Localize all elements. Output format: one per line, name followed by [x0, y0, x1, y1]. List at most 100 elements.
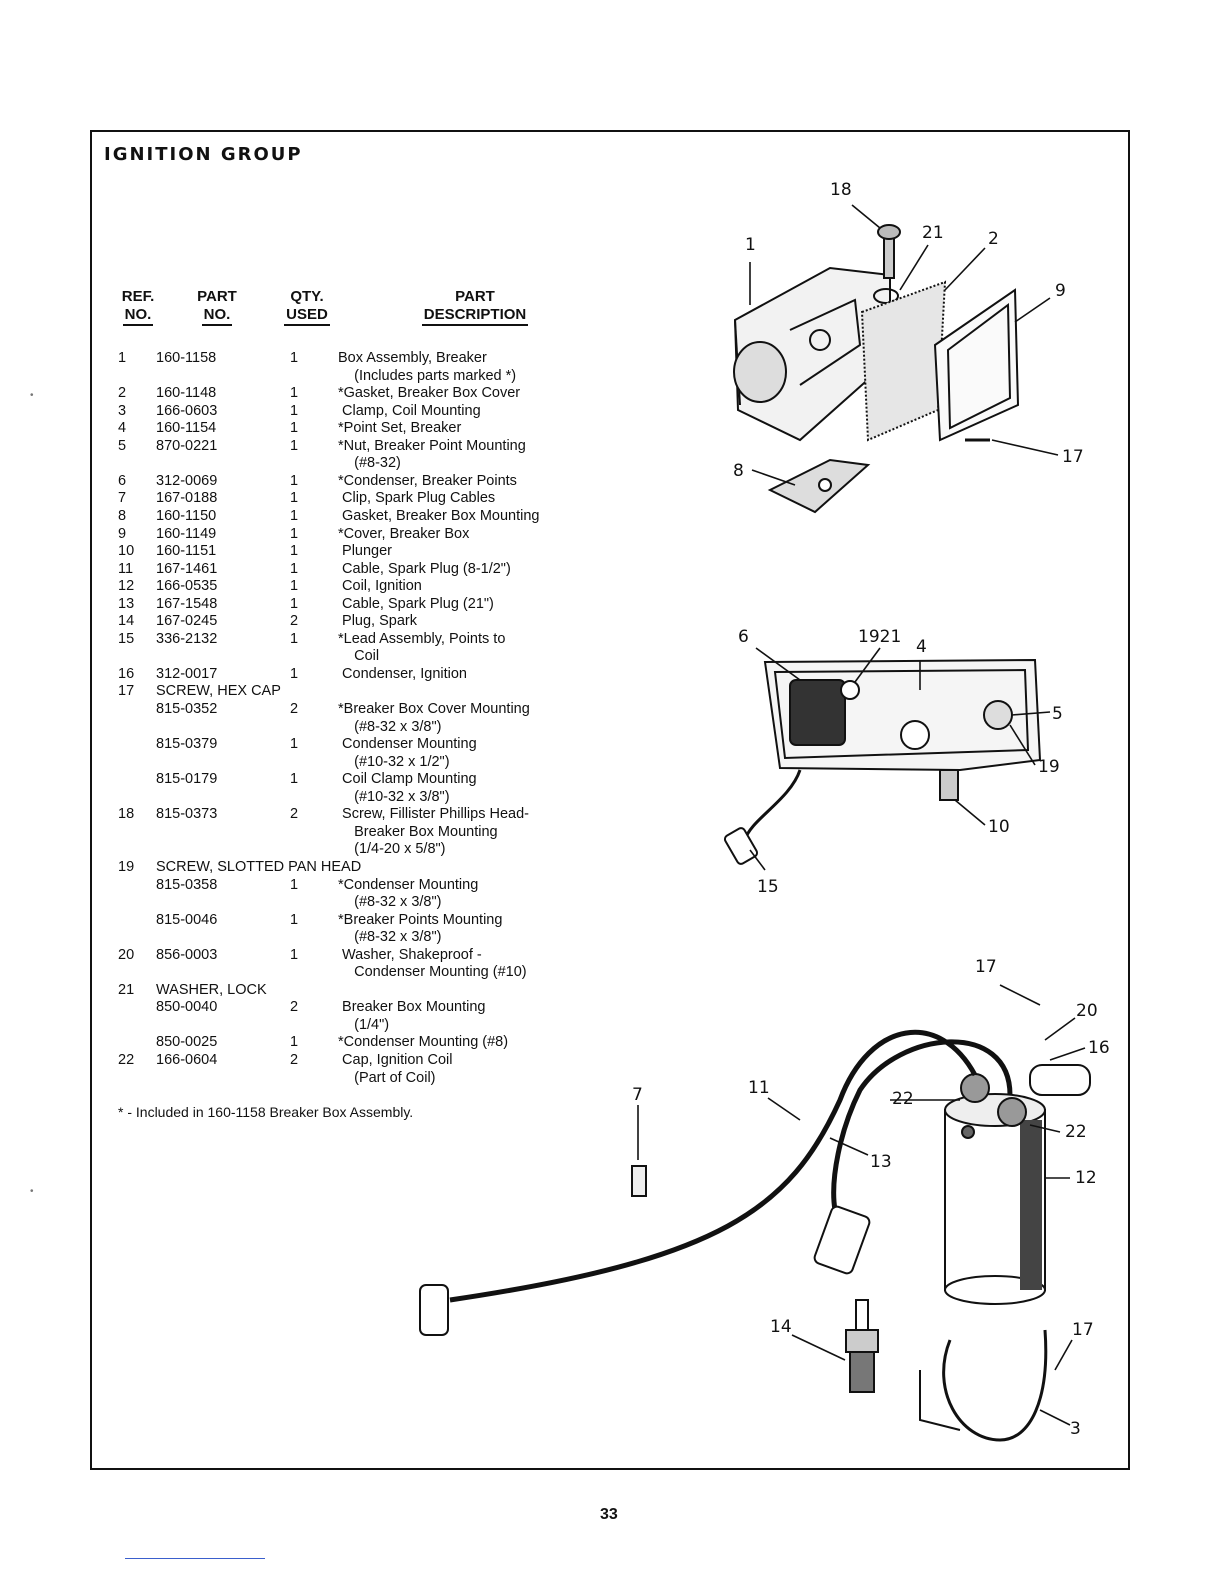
description-cell: *Cover, Breaker Box: [338, 525, 470, 542]
qty-cell: 2: [290, 1052, 299, 1068]
description-cell: (#8-32): [338, 455, 401, 472]
description-cell: Plug, Spark: [338, 613, 417, 630]
part-number-cell: 336-2132: [156, 630, 218, 647]
ref-cell: 8: [118, 507, 127, 524]
part-number-cell: 312-0069: [156, 472, 218, 489]
description-cell: Cap, Ignition Coil: [338, 1052, 453, 1068]
description-cell: Condenser, Ignition: [338, 665, 467, 682]
part-number-cell: 160-1151: [156, 543, 217, 560]
part-number-cell: 856-0003: [156, 946, 218, 963]
ref-cell: 22: [118, 1052, 135, 1068]
description-cell: Coil Clamp Mounting: [338, 771, 477, 788]
description-cell: (#8-32 x 3/8"): [338, 929, 442, 946]
qty-cell: 1: [290, 525, 299, 542]
page-title: IGNITION GROUP: [104, 144, 303, 165]
qty-cell: 1: [290, 350, 299, 366]
description-cell: *Condenser Mounting (#8): [338, 1034, 509, 1051]
callout-4: 4: [916, 637, 927, 657]
part-number-cell: 870-0221: [156, 437, 218, 454]
callout-18: 18: [830, 180, 852, 200]
ref-cell: 2: [118, 385, 127, 402]
ref-cell: 15: [118, 630, 135, 647]
part-number-cell: 815-0358: [156, 876, 218, 893]
qty-cell: 1: [290, 543, 299, 560]
part-number-cell: 166-0535: [156, 578, 218, 595]
description-cell: Condenser Mounting: [338, 736, 477, 753]
qty-cell: 1: [290, 578, 299, 595]
part-number-cell: 815-0179: [156, 771, 218, 788]
description-cell: (1/4"): [338, 1016, 390, 1033]
cover-drawing: [933, 288, 1020, 442]
header-desc-line2: DESCRIPTION: [421, 306, 529, 326]
part-number-cell: 160-1148: [156, 385, 217, 402]
qty-cell: 1: [290, 876, 299, 893]
callout-5: 5: [1052, 704, 1063, 724]
ref-cell: 20: [118, 946, 135, 963]
part-number-cell: 167-1548: [156, 595, 218, 612]
part-number-cell: 166-0603: [156, 402, 218, 419]
part-number-cell: 160-1150: [156, 507, 217, 524]
ref-cell: 19: [118, 858, 135, 875]
qty-cell: 2: [290, 701, 299, 717]
callout-22-left: 22: [892, 1089, 914, 1109]
spark-plug-cables-drawing: [419, 1029, 1013, 1336]
description-cell: (#10-32 x 1/2"): [338, 753, 450, 770]
description-cell: *Condenser Mounting: [338, 876, 479, 893]
header-ref-line2: NO.: [122, 306, 154, 326]
header-qty-line2: USED: [284, 306, 330, 326]
qty-cell: 1: [290, 385, 299, 402]
ref-cell: 21: [118, 981, 135, 998]
ref-cell: 12: [118, 578, 135, 595]
page-number: 33: [600, 1506, 618, 1523]
footnote: * - Included in 160-1158 Breaker Box Ass…: [118, 1104, 414, 1120]
callout-13: 13: [870, 1152, 892, 1172]
description-cell: *Point Set, Breaker: [338, 420, 462, 437]
description-cell: (#8-32 x 3/8"): [338, 894, 442, 911]
header-qty-line1: QTY.: [290, 288, 324, 305]
header-part: PART NO.: [190, 288, 244, 326]
ref-cell: 7: [118, 490, 127, 507]
callout-19: 19: [1038, 757, 1060, 777]
description-cell: Condenser Mounting (#10): [338, 964, 527, 981]
callout-17-clamp: 17: [1072, 1320, 1094, 1340]
description-cell: (#10-32 x 3/8"): [338, 788, 450, 805]
mount-gasket-drawing: [767, 458, 871, 514]
description-cell: Breaker Box Mounting: [338, 823, 498, 840]
callout-22-right: 22: [1065, 1122, 1087, 1142]
qty-cell: 1: [290, 665, 299, 682]
description-cell: Clamp, Coil Mounting: [338, 402, 481, 419]
spark-plug-drawing: [845, 1299, 879, 1393]
ref-cell: 17: [118, 683, 135, 700]
footer-rule: [125, 1558, 265, 1559]
part-number-cell: WASHER, LOCK: [156, 981, 267, 998]
description-cell: Plunger: [338, 543, 393, 560]
coil-clamp-drawing: [919, 1329, 1048, 1442]
qty-cell: 1: [290, 490, 299, 507]
callout-12: 12: [1075, 1168, 1097, 1188]
qty-cell: 1: [290, 911, 299, 928]
part-number-cell: 312-0017: [156, 665, 218, 682]
ref-cell: 11: [118, 560, 134, 577]
scan-mark: •: [30, 390, 34, 401]
description-cell: Breaker Box Mounting: [338, 999, 486, 1016]
part-number-cell: SCREW, HEX CAP: [156, 683, 281, 700]
qty-cell: 1: [290, 507, 299, 524]
header-part-line1: PART: [197, 288, 237, 305]
ref-cell: 5: [118, 437, 127, 454]
leader-lines: [637, 204, 1086, 1426]
ref-cell: 10: [118, 543, 135, 560]
description-cell: (#8-32 x 3/8"): [338, 718, 442, 735]
callout-9: 9: [1055, 281, 1066, 301]
part-number-cell: 850-0040: [156, 999, 218, 1016]
ref-cell: 16: [118, 665, 135, 682]
qty-cell: 1: [290, 437, 299, 454]
callout-19-21: 1921: [858, 627, 901, 647]
ref-cell: 6: [118, 472, 127, 489]
callout-10: 10: [988, 817, 1010, 837]
part-number-cell: 160-1149: [156, 525, 217, 542]
ref-cell: 9: [118, 525, 127, 542]
part-number-cell: 160-1154: [156, 420, 217, 437]
qty-cell: 1: [290, 946, 299, 963]
callout-8: 8: [733, 461, 744, 481]
